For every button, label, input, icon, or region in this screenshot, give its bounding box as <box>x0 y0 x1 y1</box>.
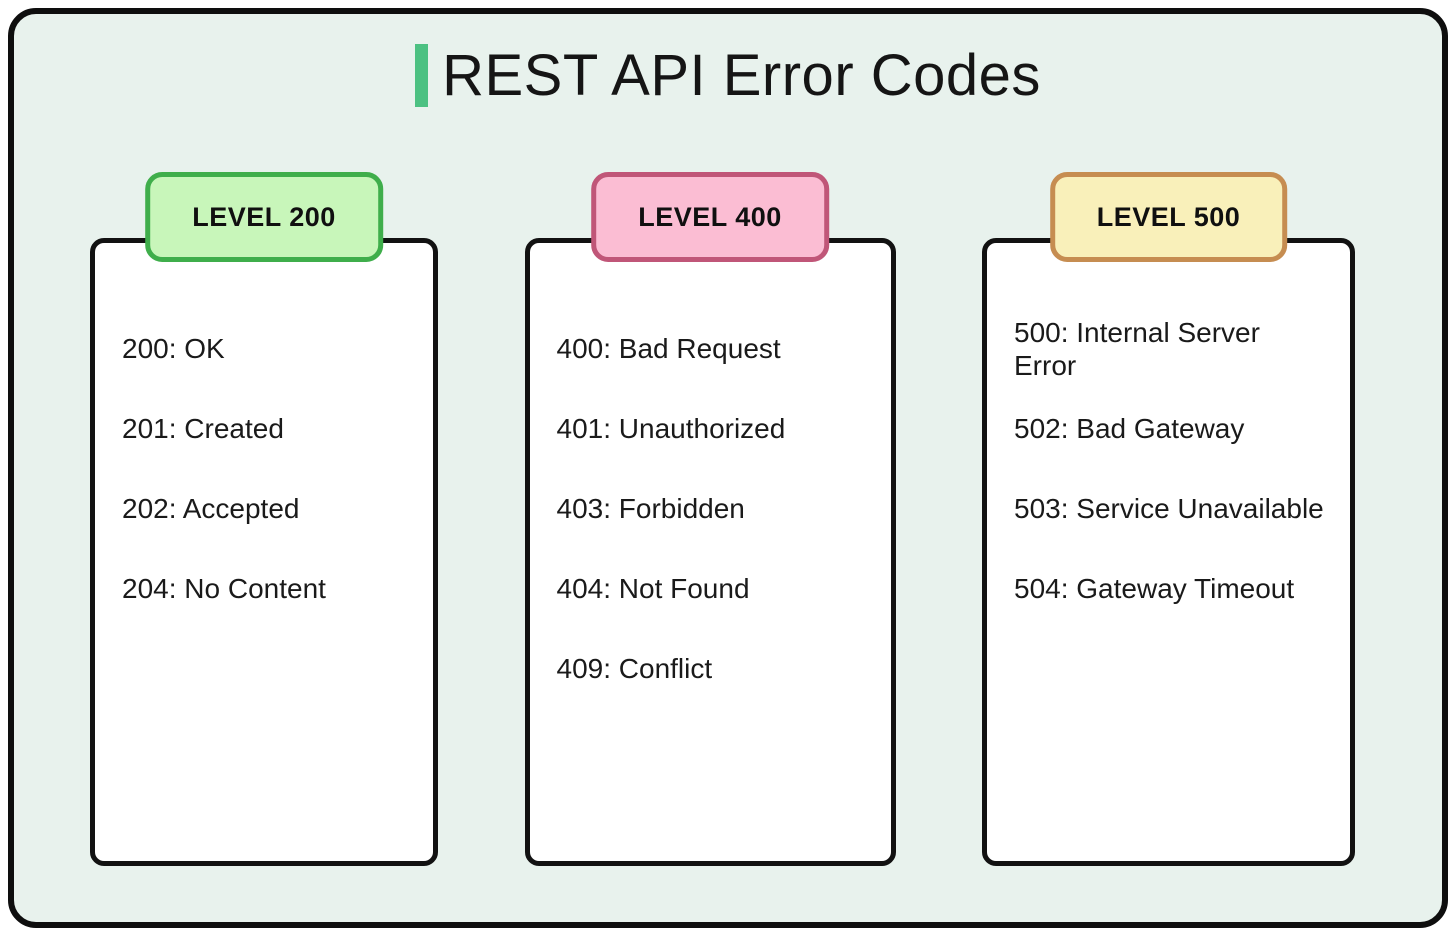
status-item: 409: Conflict <box>556 653 713 685</box>
status-item: 502: Bad Gateway <box>1014 413 1245 445</box>
level-badge-label: LEVEL 400 <box>638 201 782 232</box>
status-item: 201: Created <box>122 413 284 445</box>
status-item: 403: Forbidden <box>556 493 745 525</box>
status-column-level-500: LEVEL 500 500: Internal Server Error 502:… <box>982 172 1355 866</box>
status-column-level-200: LEVEL 200 200: OK 201: Created 202: Accept… <box>90 172 438 866</box>
level-badge-label: LEVEL 500 <box>1096 201 1241 232</box>
status-item: 504: Gateway Timeout <box>1014 573 1295 605</box>
status-item: 404: Not Found <box>556 573 750 605</box>
status-card: 200: OK 201: Created 202: Accepted 204: No … <box>90 238 438 866</box>
title-row: REST API Error Codes <box>14 40 1442 110</box>
status-column-level-400: LEVEL 400 400: Bad Request 401: Unauthori… <box>524 172 896 866</box>
level-badge-3: LEVEL 500 <box>1049 172 1288 262</box>
status-item: 401: Unauthorized <box>556 413 786 445</box>
status-columns: LEVEL 200 200: OK 201: Created 202: Accept… <box>14 172 1442 866</box>
status-card: 500: Internal Server Error 502: Bad Gatew… <box>982 238 1355 866</box>
status-item: 204: No Content <box>122 573 326 605</box>
page-title: REST API Error Codes <box>442 42 1041 108</box>
status-item: 400: Bad Request <box>556 333 781 365</box>
status-item: 500: Internal Server Error <box>1014 316 1260 381</box>
level-badge-1: LEVEL 200 <box>145 172 383 262</box>
status-item: 202: Accepted <box>122 493 300 525</box>
status-card: 400: Bad Request 401: Unauthorized 403: Fo… <box>524 238 896 866</box>
status-item: 503: Service Unavailable <box>1014 493 1324 525</box>
title-accent-bar <box>415 43 429 107</box>
level-badge-2: LEVEL 400 <box>591 172 829 262</box>
status-item: 200: OK <box>122 333 225 365</box>
level-badge-label: LEVEL 200 <box>192 201 336 232</box>
